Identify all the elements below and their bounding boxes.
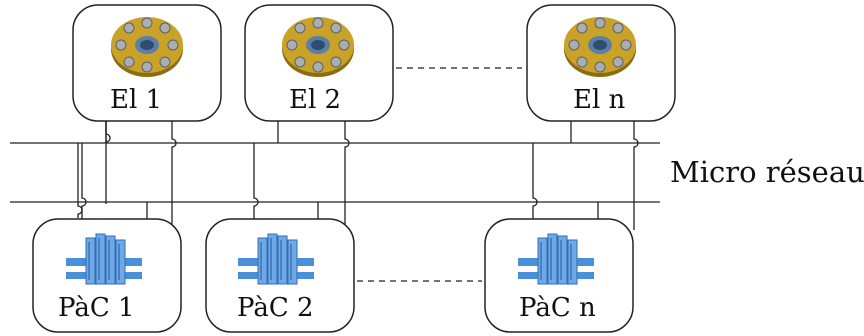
electrolyzer-label-n: El n: [573, 85, 626, 115]
bus-lines: [10, 142, 660, 203]
fuel-cell-label-2: PàC 2: [237, 293, 314, 323]
electrolyzer-label-1: El 1: [110, 85, 163, 115]
flange-icon: [110, 16, 184, 78]
flange-icon: [281, 16, 355, 78]
flange-icon: [563, 16, 637, 78]
electrolyzer-connectors: [77, 121, 639, 230]
electrolyzer-label-2: El 2: [289, 85, 342, 115]
bus-label: Micro réseau: [670, 155, 864, 189]
fuel-cell-label-1: PàC 1: [58, 293, 135, 323]
fuel-cell-connectors: [146, 202, 599, 219]
bus-connectors: [81, 143, 538, 230]
fuel-cell-label-n: PàC n: [519, 293, 596, 323]
